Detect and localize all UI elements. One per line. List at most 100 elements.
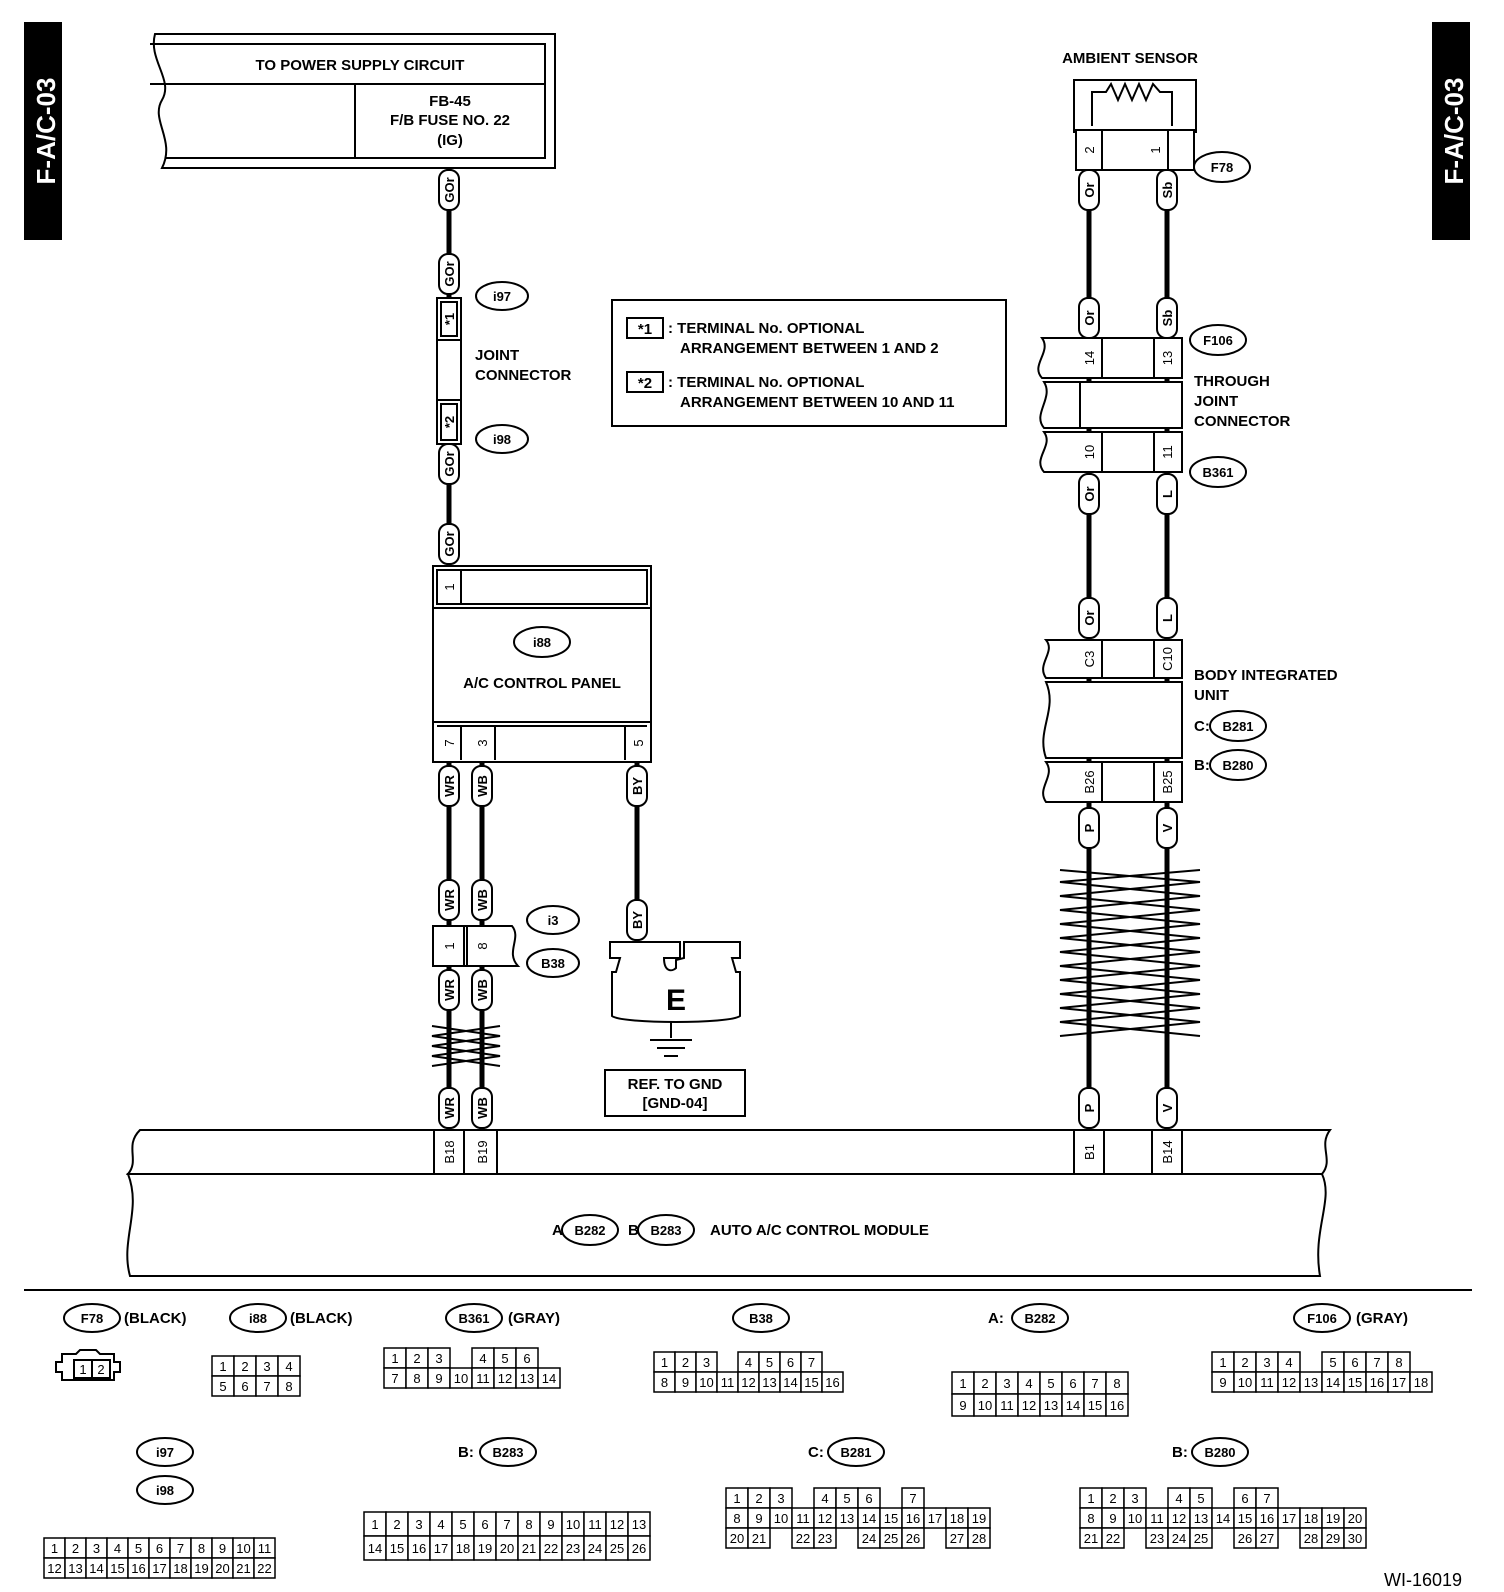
- svg-text:B38: B38: [749, 1311, 773, 1326]
- pin-number: 22: [544, 1541, 558, 1556]
- svg-text:AMBIENT SENSOR: AMBIENT SENSOR: [1062, 50, 1198, 67]
- pin-number: 3: [703, 1355, 710, 1370]
- pin-number: 6: [1241, 1491, 1248, 1506]
- pin-number: 1: [661, 1355, 668, 1370]
- pin-number: 15: [390, 1541, 404, 1556]
- pin-number: 22: [1106, 1531, 1120, 1546]
- svg-text:C:: C:: [1194, 718, 1210, 735]
- pin-number: 8: [661, 1375, 668, 1390]
- pin-number: 23: [566, 1541, 580, 1556]
- svg-text:F106: F106: [1307, 1311, 1337, 1326]
- inline-connector-i3-b38: 1 8 i3 B38: [432, 905, 580, 978]
- pin-number: 22: [796, 1531, 810, 1546]
- pin-number: 25: [610, 1541, 624, 1556]
- pin-number: 18: [173, 1561, 187, 1576]
- pin-number: 17: [1282, 1511, 1296, 1526]
- pin-cell: [821, 1371, 844, 1393]
- pin-number: 12: [741, 1375, 755, 1390]
- pin-number: 5: [843, 1491, 850, 1506]
- svg-text:Or: Or: [1082, 610, 1097, 625]
- pin-number: 4: [1025, 1376, 1032, 1391]
- pin-number: 9: [1109, 1511, 1116, 1526]
- twisted-pair-right: [1059, 869, 1201, 1037]
- svg-text:: TERMINAL No. OPTIONAL: : TERMINAL No. OPTIONAL: [668, 320, 864, 337]
- pin-cell: [627, 1535, 651, 1561]
- svg-text:P: P: [1082, 823, 1097, 832]
- pin-number: 29: [1326, 1531, 1340, 1546]
- pin-number: 8: [413, 1371, 420, 1386]
- pin-number: 7: [909, 1491, 916, 1506]
- pin-number: 1: [391, 1351, 398, 1366]
- pin-cell: [253, 1557, 276, 1579]
- pin-number: 9: [547, 1517, 554, 1532]
- pin-number: 2: [1241, 1355, 1248, 1370]
- pin-number: 16: [1110, 1398, 1124, 1413]
- pin-number: 2: [72, 1541, 79, 1556]
- pin-number: 6: [481, 1517, 488, 1532]
- pin-number: 1: [1219, 1355, 1226, 1370]
- svg-text:i88: i88: [533, 635, 551, 650]
- svg-text:BODY INTEGRATED: BODY INTEGRATED: [1194, 667, 1338, 684]
- pin-number: 11: [1260, 1375, 1274, 1390]
- pin-number: 11: [258, 1541, 272, 1556]
- pin-number: 15: [1238, 1511, 1252, 1526]
- pin-number: 2: [682, 1355, 689, 1370]
- pin-number: 8: [733, 1511, 740, 1526]
- pin-number: 26: [906, 1531, 920, 1546]
- pin-number: 2: [241, 1359, 248, 1374]
- pin-number: 5: [1329, 1355, 1336, 1370]
- pin-number: 26: [1238, 1531, 1252, 1546]
- pin-number: 21: [752, 1531, 766, 1546]
- twisted-pair-left: [431, 1025, 501, 1067]
- pin-number: 17: [928, 1511, 942, 1526]
- pin-number: 5: [459, 1517, 466, 1532]
- svg-text:B:: B:: [1194, 757, 1210, 774]
- pin-number: 18: [1414, 1375, 1428, 1390]
- pin-number: 9: [959, 1398, 966, 1413]
- pin-number: 8: [1087, 1511, 1094, 1526]
- svg-text:C:: C:: [808, 1444, 824, 1461]
- svg-text:F78: F78: [1211, 160, 1233, 175]
- svg-text:B26: B26: [1082, 770, 1097, 793]
- pin-number: 28: [972, 1531, 986, 1546]
- svg-text:14: 14: [1082, 351, 1097, 365]
- pin-number: 11: [476, 1371, 490, 1386]
- pin-number: 15: [884, 1511, 898, 1526]
- svg-text:BY: BY: [630, 777, 645, 795]
- pin-cell: [1101, 1527, 1125, 1549]
- pin-number: 1: [51, 1541, 58, 1556]
- pin-number: 2: [413, 1351, 420, 1366]
- svg-text:(GRAY): (GRAY): [508, 1310, 560, 1327]
- pin-number: 14: [862, 1511, 876, 1526]
- legend-f78: F78 (BLACK) 1 2: [55, 1303, 186, 1381]
- svg-text:WB: WB: [475, 889, 490, 911]
- pin-number: 3: [93, 1541, 100, 1556]
- pin-number: 16: [1260, 1511, 1274, 1526]
- pin-number: 6: [1351, 1355, 1358, 1370]
- pin-number: 15: [804, 1375, 818, 1390]
- pin-number: 3: [1131, 1491, 1138, 1506]
- svg-text:CONNECTOR: CONNECTOR: [1194, 413, 1291, 430]
- svg-text:B14: B14: [1160, 1140, 1175, 1163]
- gor-wire-tags: GOr GOr GOr GOr: [438, 169, 460, 565]
- svg-text:i98: i98: [156, 1483, 174, 1498]
- svg-text:UNIT: UNIT: [1194, 687, 1229, 704]
- pin-number: 22: [257, 1561, 271, 1576]
- pin-number: 9: [682, 1375, 689, 1390]
- pin-number: 13: [840, 1511, 854, 1526]
- pin-number: 11: [1150, 1511, 1164, 1526]
- pin-number: 19: [972, 1511, 986, 1526]
- pin-number: 23: [1150, 1531, 1164, 1546]
- pin-number: 20: [215, 1561, 229, 1576]
- pin-number: 11: [588, 1517, 602, 1532]
- pin-number: 4: [285, 1359, 292, 1374]
- svg-text:B282: B282: [1024, 1311, 1055, 1326]
- svg-text:V: V: [1160, 1103, 1175, 1112]
- pin-number: 12: [1022, 1398, 1036, 1413]
- svg-text:Or: Or: [1082, 486, 1097, 501]
- pin-number: 3: [1003, 1376, 1010, 1391]
